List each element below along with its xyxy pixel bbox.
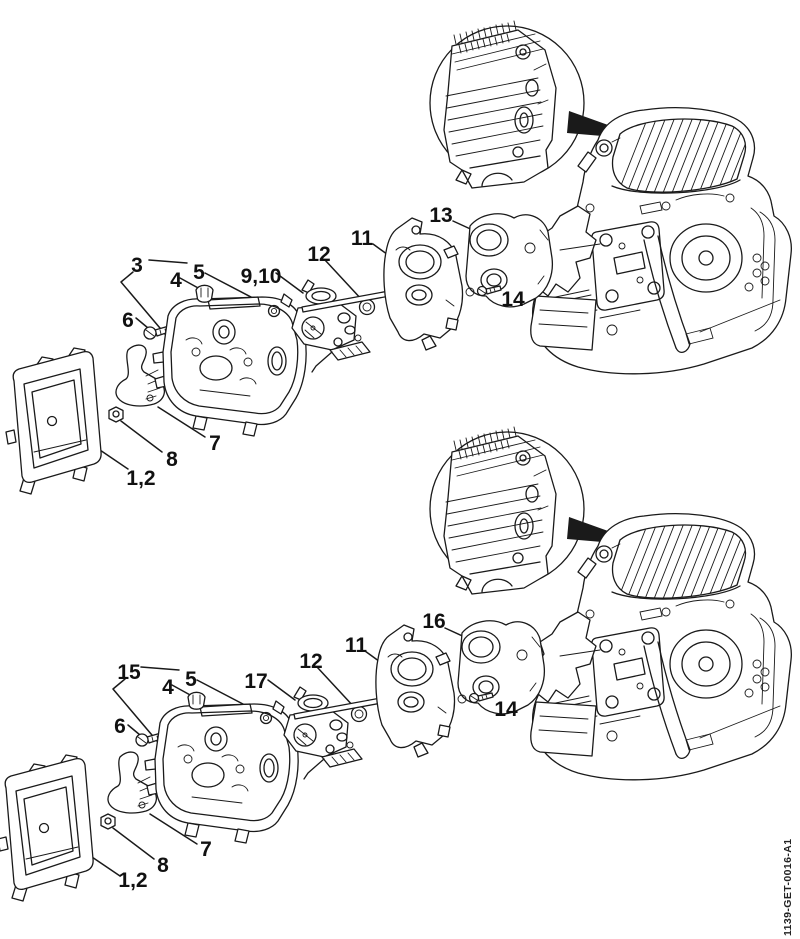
callout-label: 16 [422,610,445,633]
callout-label: 8 [166,448,178,471]
callout-label: 12 [307,243,330,266]
drawing-part-number: 1139-GET-0016-A1 [782,839,794,936]
callout-label: 6 [114,715,126,738]
callout-label: 6 [122,309,134,332]
assembly-view-bottom: 15 4 5 17 12 11 16 14 6 7 8 1,2 [0,426,791,902]
callouts-bottom: 15 4 5 17 12 11 16 14 6 7 8 1,2 [114,610,518,892]
callout-label: 3 [131,254,143,277]
callout-label: 13 [429,204,452,227]
callout-label: 11 [351,227,374,250]
callouts-top: 3 4 5 9,10 12 11 13 14 6 7 8 1,2 [122,204,525,490]
callout-label: 17 [244,670,267,693]
callout-label: 14 [494,698,518,721]
callout-label: 7 [200,838,212,861]
callout-label: 1,2 [126,467,155,490]
callout-label: 4 [170,269,182,292]
callout-label: 5 [185,668,197,691]
callout-label: 9,10 [241,265,282,288]
callout-label: 14 [501,288,525,311]
callout-label: 8 [157,854,169,877]
exploded-parts-bottom [0,620,546,902]
callout-label: 7 [209,432,221,455]
callout-label: 1,2 [118,869,147,892]
callout-label: 12 [299,650,322,673]
callout-label: 4 [162,676,174,699]
callout-label: 15 [117,661,141,684]
callout-label: 11 [345,634,368,657]
callout-label: 5 [193,261,205,284]
assembly-view-top: 3 4 5 9,10 12 11 13 14 6 7 8 1,2 [5,20,791,495]
